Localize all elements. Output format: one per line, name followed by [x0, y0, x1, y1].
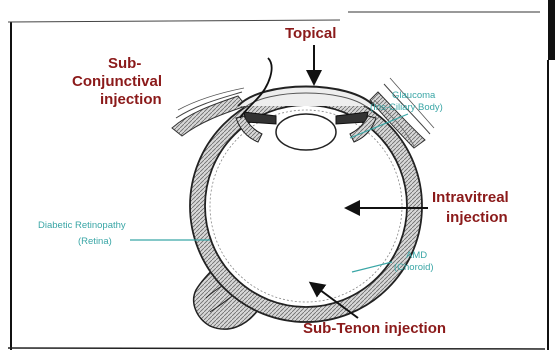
label-diabetic-1: Diabetic Retinopathy — [38, 220, 126, 231]
label-diabetic-2: (Retina) — [78, 236, 112, 247]
label-glaucoma-1: Glaucoma — [392, 90, 436, 101]
label-intravitreal-2: injection — [446, 209, 508, 226]
lens — [276, 114, 336, 150]
anterior-segment — [236, 87, 376, 151]
label-glaucoma-2: (Iris-Ciliary Body) — [370, 102, 443, 113]
label-intravitreal-1: Intravitreal — [432, 189, 509, 206]
label-amd-1: AMD — [406, 250, 427, 261]
label-subconj-1: Sub- — [108, 55, 141, 72]
label-amd-2: (Choroid) — [394, 262, 434, 273]
label-subtenon: Sub-Tenon injection — [303, 320, 446, 337]
label-subconj-2: Conjunctival — [72, 73, 162, 90]
label-subconj-3: injection — [100, 91, 162, 108]
label-topical: Topical — [285, 25, 336, 42]
